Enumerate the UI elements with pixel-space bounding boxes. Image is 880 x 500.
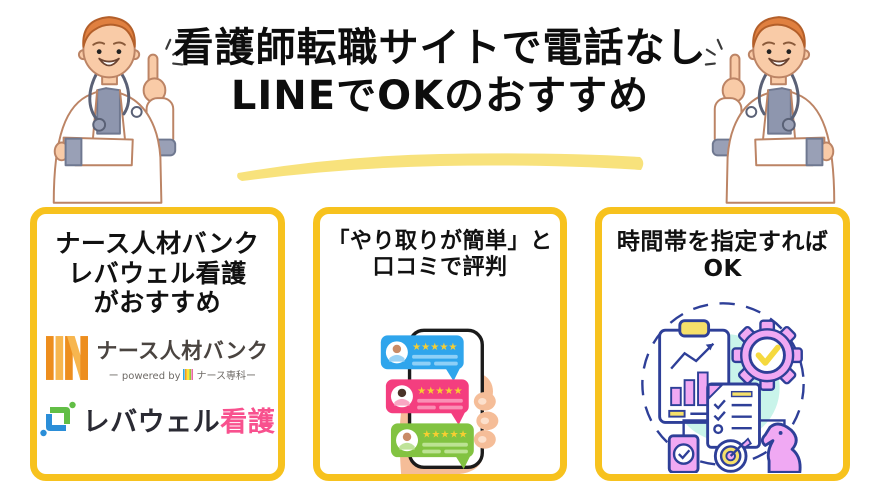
- knight-eye: [778, 431, 783, 436]
- stethoscope-icon: [757, 70, 800, 122]
- card-recommended-sites: ナース人材バンク レバウェル看護 がおすすめ ナース人材バンク ー powere…: [30, 207, 285, 481]
- knight-icon: [760, 422, 802, 474]
- doctor-face: [747, 16, 811, 79]
- star-rating: ★★★★★: [422, 430, 467, 441]
- star-rating: ★★★★★: [417, 386, 462, 397]
- review-bubble-pink: ★★★★★: [385, 379, 469, 425]
- feature-cards-row: ナース人材バンク レバウェル看護 がおすすめ ナース人材バンク ー powere…: [30, 207, 851, 481]
- approval-card-icon: [667, 434, 700, 474]
- card-time-slot: 時間帯を指定すればOK: [595, 207, 851, 481]
- title-line-2: LINEでOKのおすすめ: [230, 73, 650, 119]
- powered-by-line: ー powered by ナース専科ー: [108, 368, 256, 382]
- levwell-logo-text-main: レバウェル: [82, 406, 221, 438]
- sparkle-icon: [165, 38, 184, 66]
- nurse-jinzai-bank-logo-icon: [46, 336, 89, 380]
- review-bubble-green: ★★★★★: [390, 423, 474, 469]
- fingers: [473, 391, 499, 449]
- nurse-senka-mini-icon: [183, 368, 194, 380]
- levwell-logo-text-accent: 看護: [220, 406, 276, 438]
- star-rating: ★★★★★: [412, 342, 457, 353]
- page-title: 看護師転職サイトで電話なし LINEでOKのおすすめ: [0, 24, 880, 120]
- doctor-right-illustration: [704, 16, 836, 204]
- dashed-circle: [640, 302, 805, 467]
- stethoscope-icon: [88, 70, 131, 122]
- title-line-1: 看護師転職サイトで電話なし: [173, 25, 707, 71]
- phone-reviews-illustration: ★★★★★ ★★★★★: [380, 328, 499, 474]
- pointing-hand-icon: [711, 53, 746, 157]
- card-reviews: 「やり取りが簡単」と 口コミで評判: [312, 207, 568, 481]
- nurse-jinzai-bank-logo-text: ナース人材バンク: [96, 338, 269, 363]
- doctor-face: [77, 16, 141, 79]
- highlight-swoosh-icon: [237, 153, 644, 181]
- nurse-jinzai-bank-logo: ナース人材バンク ー powered by ナース専科ー: [46, 335, 268, 382]
- card-reviews-heading: 「やり取りが簡単」と 口コミで評判: [327, 229, 553, 280]
- schedule-planning-illustration: [640, 302, 805, 474]
- doctor-left-illustration: [52, 16, 184, 204]
- target-icon: [713, 437, 752, 474]
- gear-check-icon: [731, 319, 803, 392]
- levwell-logo-icon: [39, 401, 76, 437]
- review-bubble-blue: ★★★★★: [380, 335, 464, 381]
- checklist-icon: [705, 382, 761, 450]
- card-time-heading: 時間帯を指定すればOK: [616, 229, 829, 283]
- sparkle-icon: [704, 38, 723, 66]
- levwell-kango-logo: レバウェル看護: [39, 400, 276, 439]
- card-recommend-heading: ナース人材バンク レバウェル看護 がおすすめ: [55, 229, 260, 317]
